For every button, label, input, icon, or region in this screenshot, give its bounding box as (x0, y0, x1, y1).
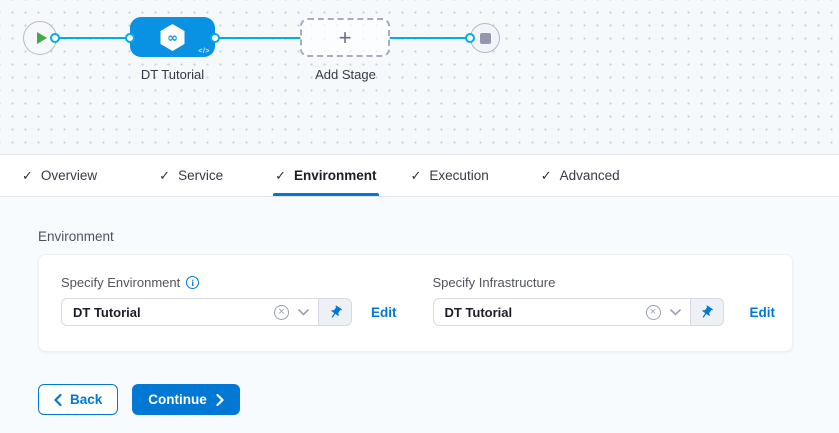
check-icon: ✓ (275, 167, 286, 183)
pin-icon (330, 304, 342, 318)
pipeline-edge (215, 37, 301, 39)
chevron-left-icon (54, 393, 62, 406)
tab-label: Service (178, 168, 224, 183)
plus-icon: + (338, 24, 352, 50)
environment-card: Specify Environment i DT Tutorial × (38, 254, 793, 352)
stage-config-tabbar: ✓ Overview ✓ Service ✓ Environment ✓ Exe… (0, 155, 839, 197)
back-button-label: Back (70, 392, 103, 407)
specify-environment-group: Specify Environment i DT Tutorial × (61, 275, 352, 326)
clear-icon[interactable]: × (645, 304, 661, 320)
check-icon: ✓ (540, 167, 552, 183)
infrastructure-select-value: DT Tutorial (444, 304, 513, 320)
stage-node-label: DT Tutorial (140, 67, 205, 82)
pipeline-edge (389, 37, 471, 39)
tab-overview[interactable]: ✓ Overview (22, 155, 97, 196)
field-label: Specify Infrastructure (432, 275, 556, 290)
connector-port[interactable] (50, 33, 60, 43)
connector-port[interactable] (210, 33, 220, 43)
pipeline-end-node[interactable] (470, 23, 500, 53)
tab-environment[interactable]: ✓ Environment (273, 155, 379, 196)
infrastructure-field-pair: Specify Infrastructure DT Tutorial × (432, 275, 776, 326)
tab-label: Execution (429, 168, 489, 183)
check-icon: ✓ (22, 167, 33, 183)
chevron-down-icon[interactable] (298, 308, 309, 316)
clear-icon[interactable]: × (274, 304, 289, 320)
environment-field-pair: Specify Environment i DT Tutorial × (61, 275, 397, 326)
tab-execution[interactable]: ✓ Execution (411, 155, 489, 196)
deploy-hexagon-icon: ∞ (160, 23, 185, 51)
pin-icon (702, 304, 713, 318)
edit-environment-link[interactable]: Edit (371, 305, 397, 320)
pin-button[interactable] (319, 298, 352, 326)
play-icon (36, 32, 47, 44)
continue-button[interactable]: Continue (132, 384, 240, 415)
check-icon: ✓ (159, 167, 171, 183)
section-title: Environment (38, 229, 114, 244)
check-icon: ✓ (410, 167, 422, 183)
code-icon: </> (198, 48, 210, 55)
stop-icon (479, 32, 491, 44)
svg-text:∞: ∞ (167, 31, 178, 46)
connector-port[interactable] (125, 33, 135, 43)
environment-select-value: DT Tutorial (73, 304, 141, 320)
wizard-footer: Back Continue (38, 384, 801, 415)
continue-button-label: Continue (148, 392, 207, 407)
tab-label: Advanced (559, 168, 620, 183)
environment-select-input[interactable]: DT Tutorial × (61, 298, 319, 326)
info-icon[interactable]: i (186, 276, 200, 289)
specify-infrastructure-group: Specify Infrastructure DT Tutorial × (432, 275, 724, 326)
chevron-down-icon[interactable] (669, 308, 681, 316)
tab-service[interactable]: ✓ Service (159, 155, 223, 196)
add-stage-label: Add Stage (315, 67, 376, 82)
pin-button[interactable] (690, 298, 724, 326)
edit-infrastructure-link[interactable]: Edit (749, 305, 776, 320)
pipeline-canvas[interactable]: ∞ </> + DT Tutorial Add Stage (0, 0, 839, 155)
pipeline-edge (55, 37, 131, 39)
tab-label: Overview (40, 168, 98, 183)
stage-node-dt-tutorial[interactable]: ∞ </> (130, 17, 215, 57)
chevron-right-icon (216, 393, 224, 406)
add-stage-button[interactable]: + (300, 18, 390, 57)
connector-port[interactable] (465, 33, 475, 43)
environment-tab-panel: Environment Specify Environment i DT Tut… (0, 197, 839, 433)
back-button[interactable]: Back (38, 384, 119, 415)
field-label: Specify Environment (61, 275, 181, 290)
tab-advanced[interactable]: ✓ Advanced (541, 155, 620, 196)
infrastructure-select-input[interactable]: DT Tutorial × (432, 298, 691, 326)
tab-label: Environment (294, 168, 377, 183)
